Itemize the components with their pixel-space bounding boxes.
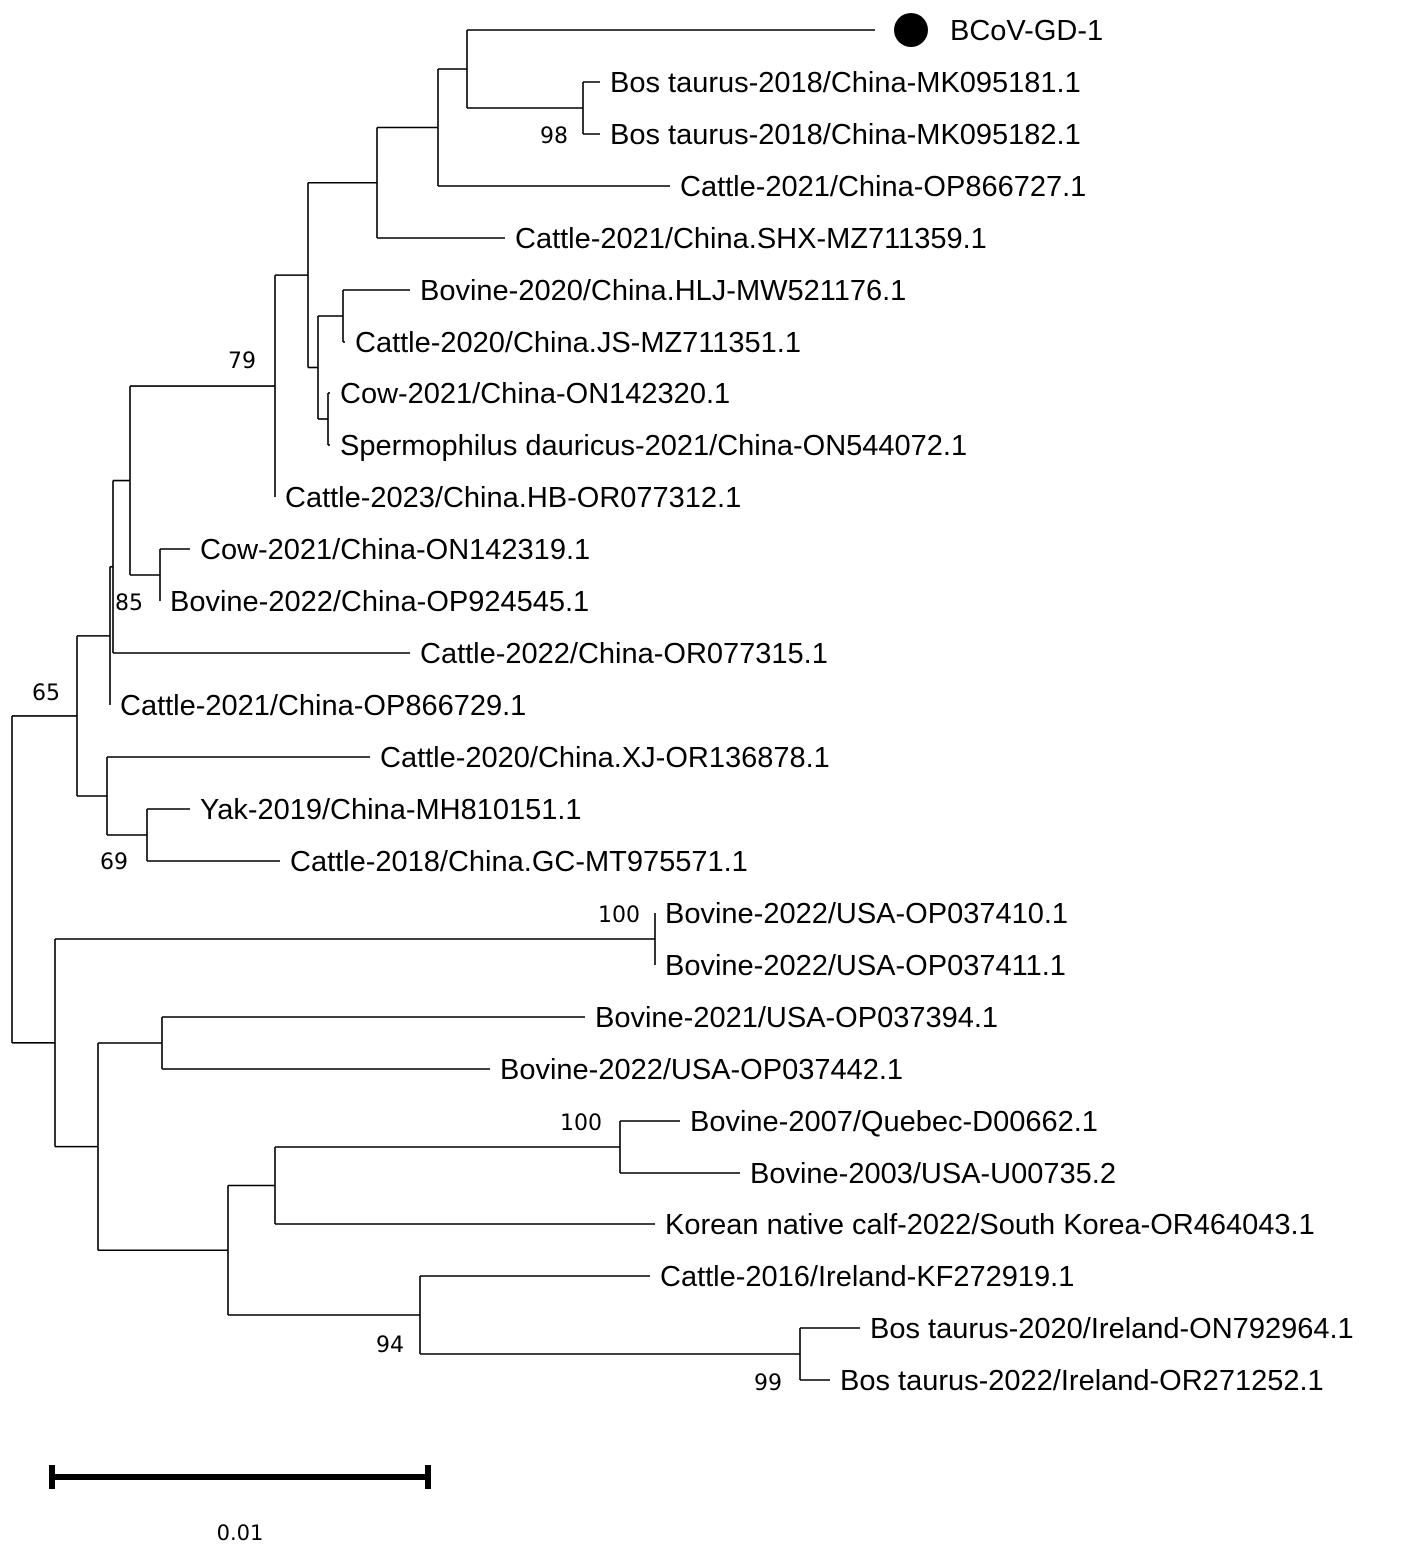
taxon-label: Cattle-2016/Ireland-KF272919.1 (660, 1261, 1074, 1293)
taxon-label: Bovine-2007/Quebec-D00662.1 (690, 1106, 1098, 1138)
bootstrap-value: 99 (754, 1371, 782, 1396)
taxon-label: Bovine-2020/China.HLJ-MW521176.1 (420, 275, 906, 307)
taxon-label: Bos taurus-2018/China-MK095181.1 (610, 67, 1081, 99)
taxon-label: Bovine-2022/China-OP924545.1 (170, 586, 589, 618)
bootstrap-value: 94 (376, 1333, 404, 1358)
scale-bar-label: 0.01 (217, 1521, 264, 1545)
bootstrap-value: 100 (598, 903, 640, 928)
bootstrap-values: 98 79 85 65 69 100 100 94 99 (32, 124, 782, 1396)
taxon-label: Bovine-2022/USA-OP037411.1 (665, 950, 1066, 982)
taxon-label: Cow-2021/China-ON142320.1 (340, 378, 730, 410)
taxon-label: Cattle-2020/China.XJ-OR136878.1 (380, 742, 830, 774)
taxon-label: Bos taurus-2018/China-MK095182.1 (610, 119, 1081, 151)
taxon-label: Bos taurus-2020/Ireland-ON792964.1 (870, 1313, 1354, 1345)
taxon-label: Bovine-2021/USA-OP037394.1 (595, 1002, 998, 1034)
bootstrap-value: 65 (32, 681, 60, 706)
taxon-label: Cattle-2023/China.HB-OR077312.1 (285, 482, 741, 514)
taxon-label: Cattle-2018/China.GC-MT975571.1 (290, 846, 748, 878)
bootstrap-value: 100 (560, 1111, 602, 1136)
taxon-label: Cattle-2021/China-OP866729.1 (120, 690, 526, 722)
taxon-label: BCoV-GD-1 (950, 15, 1103, 47)
bootstrap-value: 85 (115, 591, 143, 616)
query-sequence-marker-icon (894, 13, 928, 47)
taxon-label: Yak-2019/China-MH810151.1 (200, 794, 582, 826)
taxon-label: Cattle-2021/China-OP866727.1 (680, 171, 1086, 203)
tree-branches (11, 29, 875, 1381)
scale-bar: 0.01 (49, 1465, 431, 1545)
bootstrap-value: 69 (100, 850, 128, 875)
taxon-label: Cattle-2021/China.SHX-MZ711359.1 (515, 223, 987, 255)
taxon-label: Korean native calf-2022/South Korea-OR46… (665, 1209, 1315, 1241)
taxon-label: Cattle-2022/China-OR077315.1 (420, 638, 828, 670)
taxon-label: Spermophilus dauricus-2021/China-ON54407… (340, 430, 967, 462)
bootstrap-value: 98 (540, 124, 568, 149)
taxon-label: Bos taurus-2022/Ireland-OR271252.1 (840, 1365, 1324, 1397)
taxon-label: Bovine-2003/USA-U00735.2 (750, 1158, 1116, 1190)
taxon-label: Cow-2021/China-ON142319.1 (200, 534, 590, 566)
taxon-label: Bovine-2022/USA-OP037442.1 (500, 1054, 903, 1086)
bootstrap-value: 79 (228, 349, 256, 374)
taxon-label: Bovine-2022/USA-OP037410.1 (665, 898, 1068, 930)
taxon-label: Cattle-2020/China.JS-MZ711351.1 (355, 327, 801, 359)
